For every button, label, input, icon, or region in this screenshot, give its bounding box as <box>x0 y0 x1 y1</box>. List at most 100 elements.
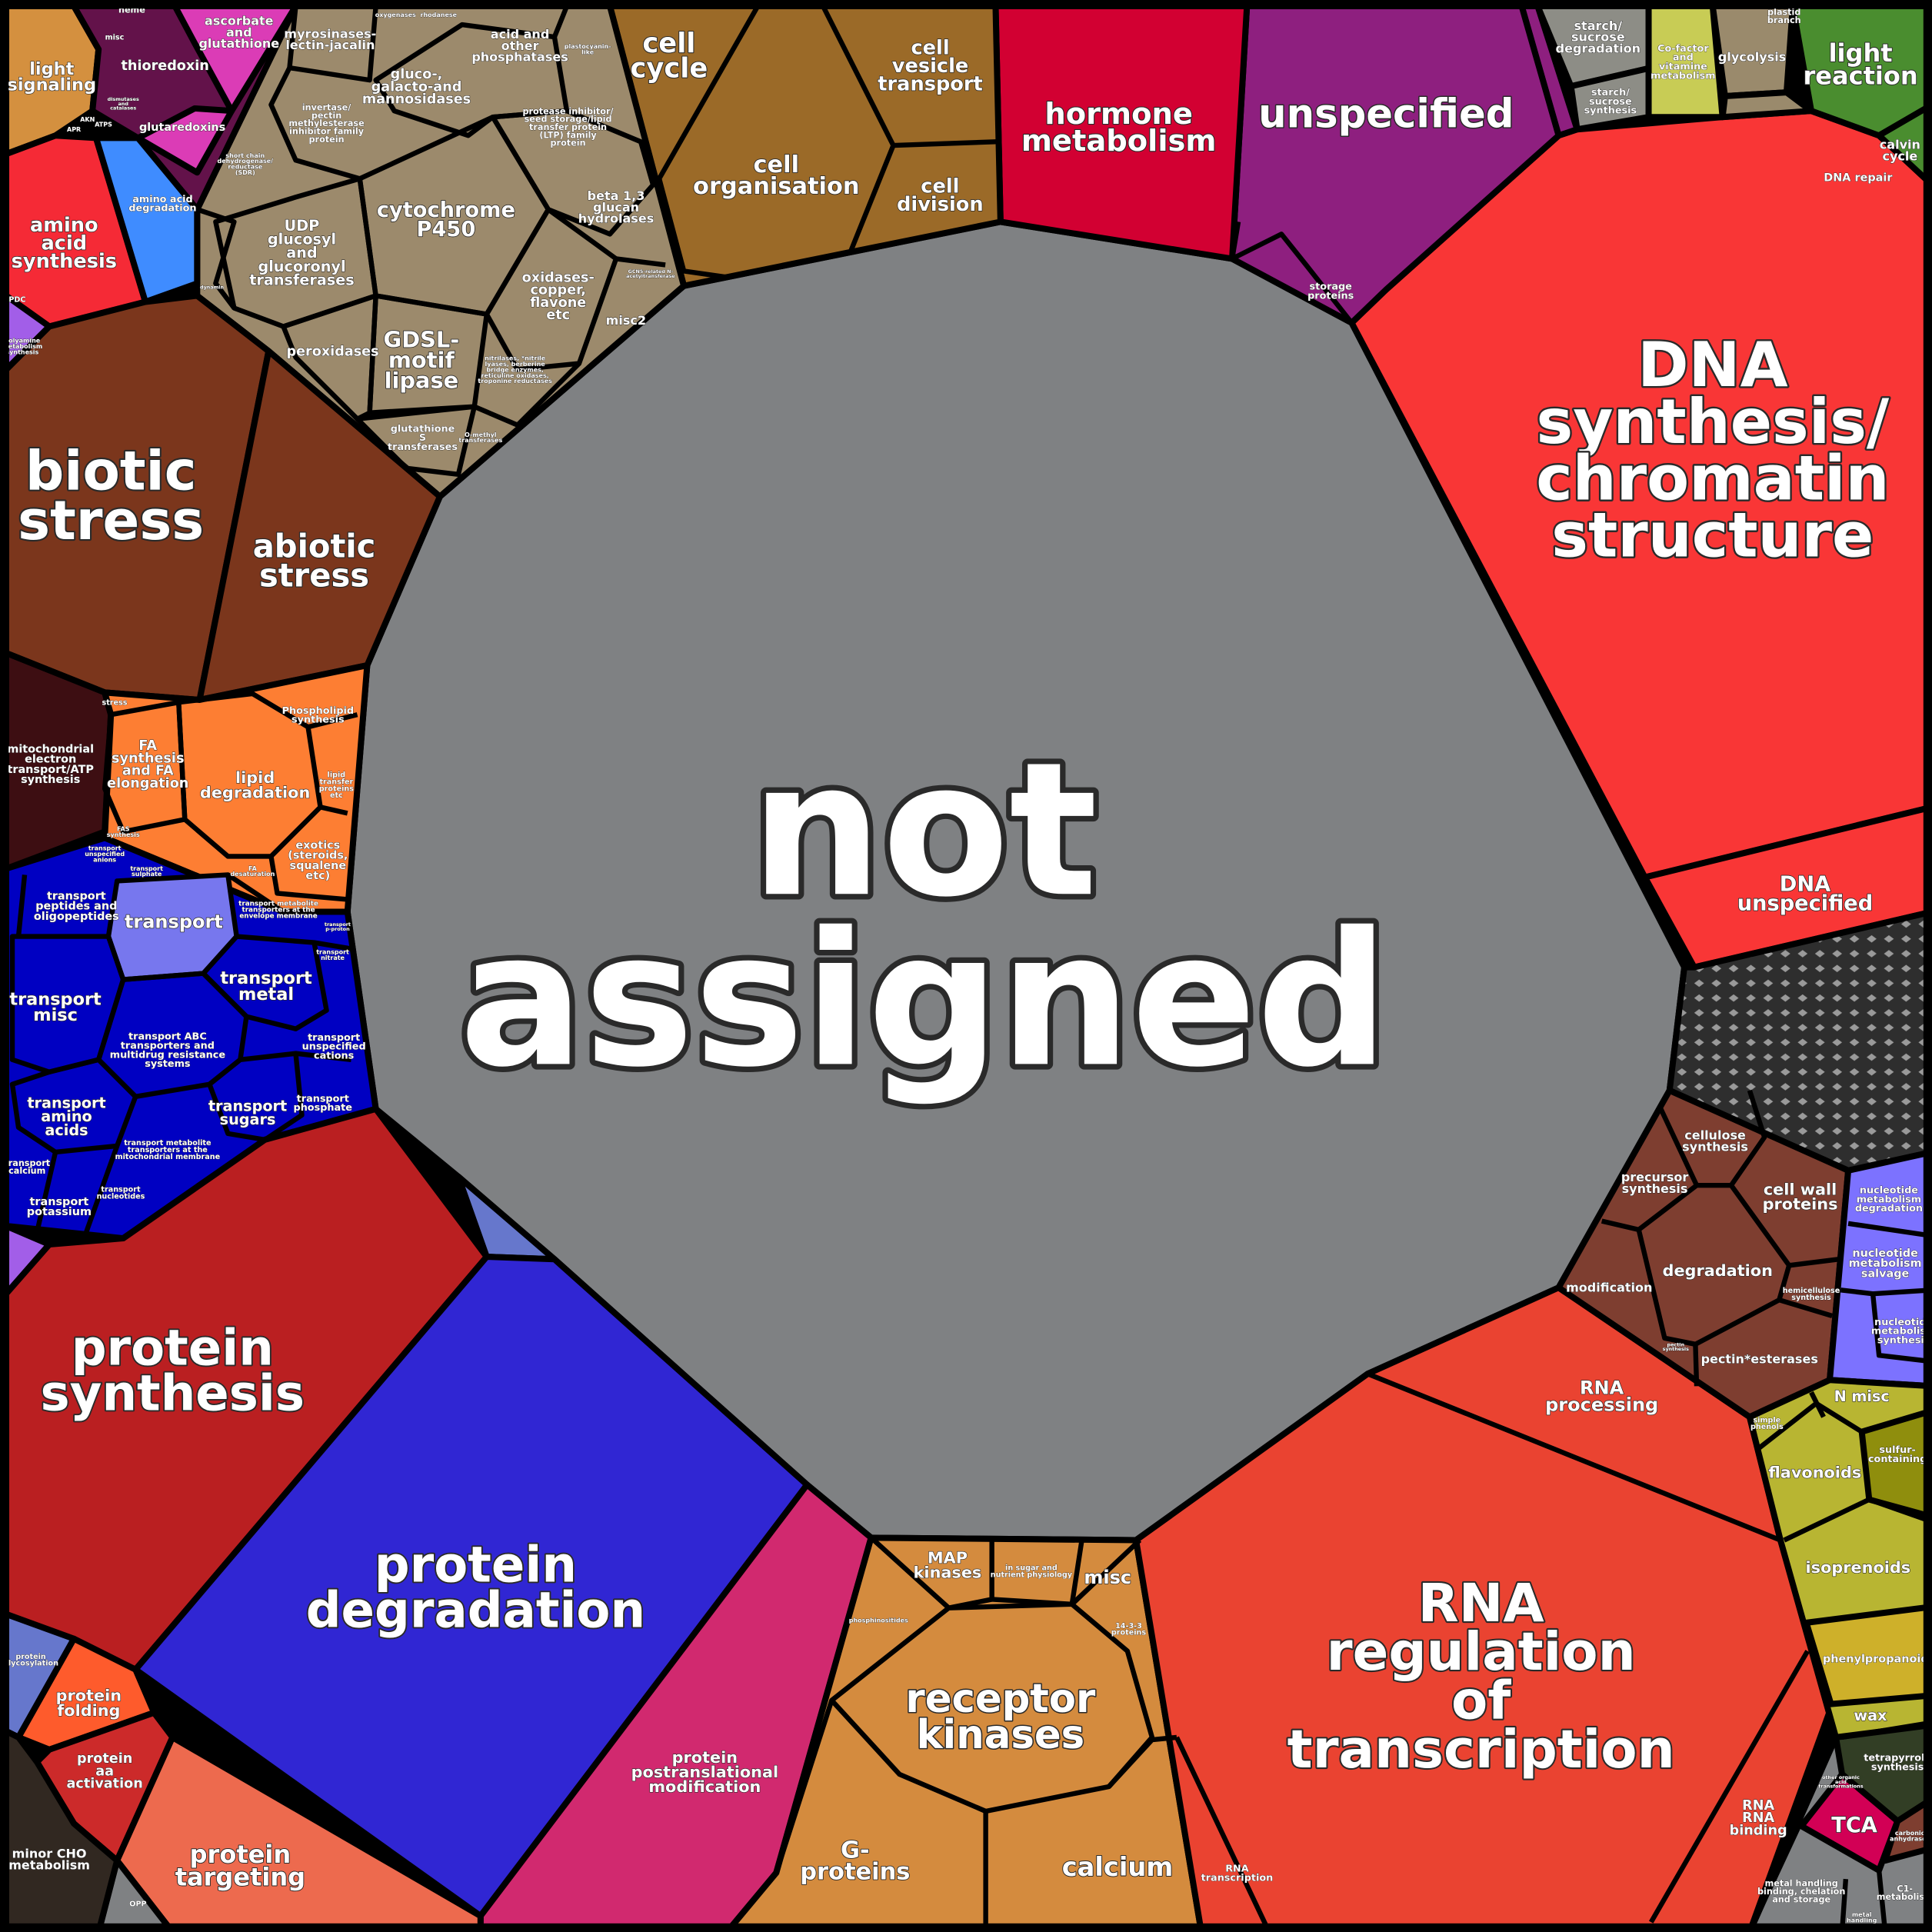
label-line: motif <box>388 347 455 373</box>
label-line: RNA <box>1580 1377 1624 1398</box>
label-line: plastid <box>1767 8 1800 18</box>
label-line: C1- <box>1897 1884 1913 1894</box>
label-signalling-misc: misc <box>1084 1567 1131 1588</box>
label-line: phenylpropanoids <box>1823 1653 1932 1665</box>
label-line: proteins <box>1111 1629 1146 1637</box>
cell-carbonic-anhydrases[interactable] <box>1882 1795 1932 1864</box>
label-line: transport <box>325 921 351 928</box>
label-line: proteins <box>1763 1194 1838 1213</box>
label-line: seed storage/lipid <box>525 115 612 125</box>
label-line: mitochondrial membrane <box>115 1153 221 1161</box>
label-line: synthesis <box>21 774 80 786</box>
label-line: transport <box>297 1093 349 1104</box>
label-line: oxygenases <box>375 12 416 18</box>
label-apr: APR <box>67 126 81 133</box>
label-line: kinases <box>917 1712 1085 1758</box>
label-line: cycle <box>1882 148 1917 163</box>
label-calcium: calcium <box>1062 1852 1174 1882</box>
label-line: wax <box>1854 1707 1887 1724</box>
label-line: polyamine <box>4 338 40 345</box>
label-line: transport <box>125 911 223 933</box>
label-line: copper, <box>530 283 585 298</box>
label-line: misc <box>33 1005 78 1025</box>
cell-calvin-cycle[interactable] <box>1876 102 1932 188</box>
label-line: sulfur- <box>1879 1444 1915 1456</box>
label-line: proteins <box>319 784 354 793</box>
label-line: amino acid <box>132 194 192 205</box>
label-line: binding <box>1730 1823 1787 1838</box>
label-line: FA <box>138 738 157 754</box>
label-line: cytochrome <box>377 198 515 222</box>
label-line: transporters at the <box>128 1146 208 1154</box>
label-line: transport <box>47 890 106 902</box>
label-line: receptor <box>905 1676 1096 1722</box>
label-line: proteins <box>1307 290 1354 301</box>
label-line: misc2 <box>606 313 646 328</box>
label-line: transport <box>4 1158 50 1168</box>
cell-amino-acid-degradation[interactable] <box>92 135 201 305</box>
label-line: calcium <box>8 1166 45 1176</box>
label-line: misc <box>1084 1567 1131 1588</box>
label-line: acid and <box>491 27 550 42</box>
cell-nucleotide[interactable] <box>1827 1148 1932 1390</box>
cell-protein-targeting[interactable] <box>114 1734 484 1932</box>
label-line: multidrug resistance <box>110 1049 226 1061</box>
label-phosphinositides: phosphinositides <box>849 1617 908 1624</box>
label-line: electron <box>25 754 76 766</box>
label-line: GCN5-related N- <box>628 268 674 275</box>
label-line: isoprenoids <box>1806 1558 1911 1577</box>
label-line: cell <box>921 175 959 198</box>
cell-glutaredoxins[interactable] <box>135 105 235 176</box>
label-line: containing <box>1868 1454 1927 1465</box>
label-line: glucosyl <box>268 230 336 248</box>
label-line: transporters at the <box>242 906 315 914</box>
label-dynamin: dynamin <box>200 285 224 291</box>
label-line: G- <box>841 1837 870 1864</box>
label-line: minor CHO <box>12 1847 87 1861</box>
label-line: p-proton <box>325 926 350 932</box>
label-line: etc <box>330 791 343 800</box>
cell-minor-cho[interactable] <box>3 1727 121 1932</box>
label-line: and storage <box>1772 1894 1830 1904</box>
label-line: reticuline oxidases, <box>481 372 549 379</box>
label-cw-modification: modification <box>1566 1281 1652 1295</box>
label-cw-degradation: degradation <box>1663 1261 1773 1280</box>
label-line: RNA <box>1418 1573 1544 1634</box>
label-line: phenols <box>1750 1423 1784 1431</box>
label-line: phosphate <box>294 1102 353 1114</box>
label-line: and <box>118 101 128 107</box>
label-line: light <box>29 59 74 79</box>
label-line: transport/ATP <box>7 764 93 776</box>
label-line: acids <box>45 1121 88 1139</box>
cell-phenylpropanoids[interactable] <box>1803 1604 1932 1707</box>
label-line: structure <box>1551 499 1874 571</box>
label-line: stress <box>259 557 369 595</box>
label-line: acid <box>42 232 88 255</box>
cell-unclear-targeted[interactable] <box>1719 89 1815 121</box>
label-line: oligopeptides <box>34 911 119 923</box>
label-line: division <box>897 193 984 216</box>
label-line: glutaredoxins <box>139 122 225 134</box>
label-line: AKN <box>80 116 95 123</box>
label-line: acid <box>1835 1779 1847 1785</box>
label-line: transport metabolite <box>238 900 318 908</box>
label-line: synthesis <box>1791 1294 1831 1302</box>
